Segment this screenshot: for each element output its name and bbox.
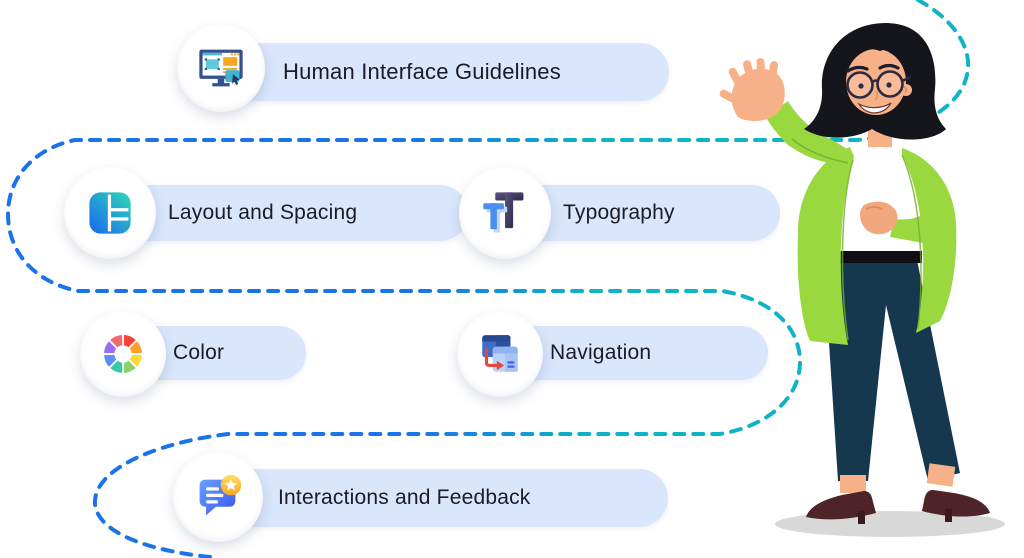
pill-interactions-and-feedback: Interactions and Feedback <box>218 469 668 527</box>
monitor-design-icon <box>177 24 265 112</box>
node-label: Color <box>173 341 225 364</box>
node-label: Typography <box>563 201 675 224</box>
layout-grid-icon <box>64 167 156 259</box>
node-label: Human Interface Guidelines <box>283 59 561 84</box>
chat-feedback-icon <box>173 452 263 542</box>
typography-icon <box>459 167 551 259</box>
node-label: Navigation <box>550 341 652 364</box>
pill-navigation: Navigation <box>500 326 768 380</box>
node-label: Layout and Spacing <box>168 201 358 224</box>
pill-layout-and-spacing: Layout and Spacing <box>110 185 468 241</box>
navigation-windows-icon <box>457 311 543 397</box>
color-wheel-icon <box>80 311 166 397</box>
pill-human-interface-guidelines: Human Interface Guidelines <box>221 43 669 101</box>
node-label: Interactions and Feedback <box>278 486 531 509</box>
woman-waving-illustration <box>719 23 1005 537</box>
